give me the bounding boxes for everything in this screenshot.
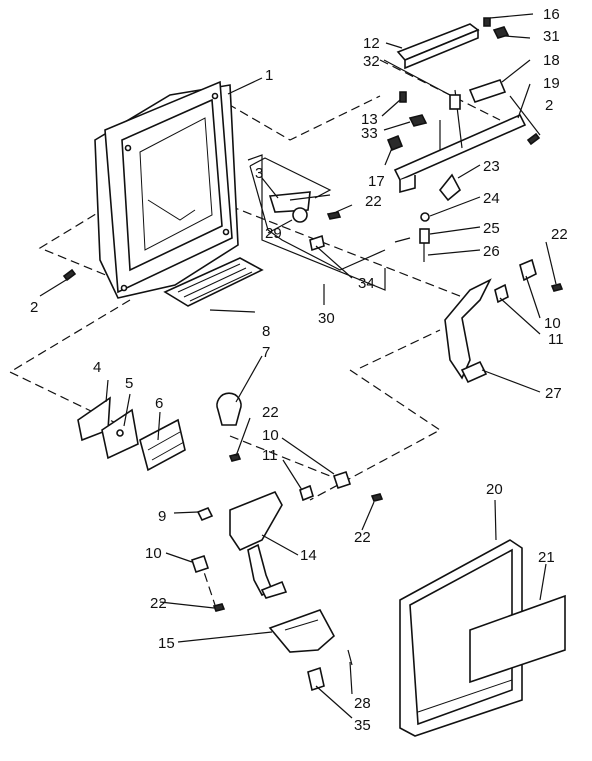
callout-2b: 2 (545, 97, 553, 114)
callout-19: 19 (543, 75, 560, 92)
screws (62, 17, 564, 612)
callout-31: 31 (543, 28, 560, 45)
callout-8: 8 (262, 323, 270, 340)
callout-2a: 2 (30, 299, 38, 316)
callout-labels: 1 2 2 3 4 5 6 7 8 9 10 10 10 11 11 12 13… (30, 6, 568, 734)
small-fasteners (307, 649, 353, 692)
callout-17: 17 (368, 173, 385, 190)
callout-29: 29 (265, 225, 282, 242)
callout-16: 16 (543, 6, 560, 23)
callout-33: 33 (361, 125, 378, 142)
callout-27: 27 (545, 385, 562, 402)
grille (163, 257, 264, 307)
callout-12: 12 (363, 35, 380, 52)
callout-9: 9 (158, 508, 166, 525)
callout-1: 1 (265, 67, 273, 84)
right-actuator-arm (444, 258, 537, 384)
callout-4: 4 (93, 359, 101, 376)
callout-22c: 22 (354, 529, 371, 546)
callout-3: 3 (255, 165, 263, 182)
callout-22e: 22 (150, 595, 167, 612)
callout-21: 21 (538, 549, 555, 566)
spring-clip (216, 392, 242, 426)
callout-34: 34 (358, 275, 375, 292)
chute-flap (77, 396, 186, 472)
callout-26: 26 (483, 243, 500, 260)
callout-5: 5 (125, 375, 133, 392)
callout-6: 6 (155, 395, 163, 412)
small-clips (190, 470, 352, 574)
callout-14: 14 (300, 547, 317, 564)
leader-lines (39, 13, 557, 719)
lever-subassembly (249, 157, 386, 271)
callout-22d: 22 (551, 226, 568, 243)
callout-35: 35 (354, 717, 371, 734)
callout-24: 24 (483, 190, 500, 207)
actuator-bracket (393, 79, 527, 194)
callout-7: 7 (262, 344, 270, 361)
callout-13: 13 (361, 111, 378, 128)
callout-10a: 10 (145, 545, 162, 562)
group-bracket-30 (247, 154, 386, 291)
lower-actuator-arm (229, 490, 288, 599)
callout-28: 28 (354, 695, 371, 712)
callout-11b: 11 (548, 331, 564, 348)
callout-15: 15 (158, 635, 175, 652)
callout-23: 23 (483, 158, 500, 175)
callout-25: 25 (483, 220, 500, 237)
chute-cup (268, 609, 336, 653)
callout-10c: 10 (544, 315, 561, 332)
top-bar (396, 23, 480, 70)
callout-22a: 22 (365, 193, 382, 210)
chute-housing-frame (94, 80, 239, 299)
callout-22b: 22 (262, 404, 279, 421)
callout-20: 20 (486, 481, 503, 498)
pin-stack (394, 173, 462, 262)
callout-10b: 10 (262, 427, 279, 444)
callout-18: 18 (543, 52, 560, 69)
callout-32: 32 (363, 53, 380, 70)
callout-11a: 11 (262, 447, 278, 464)
callout-30: 30 (318, 310, 335, 327)
dispenser-front-panel (399, 539, 566, 737)
